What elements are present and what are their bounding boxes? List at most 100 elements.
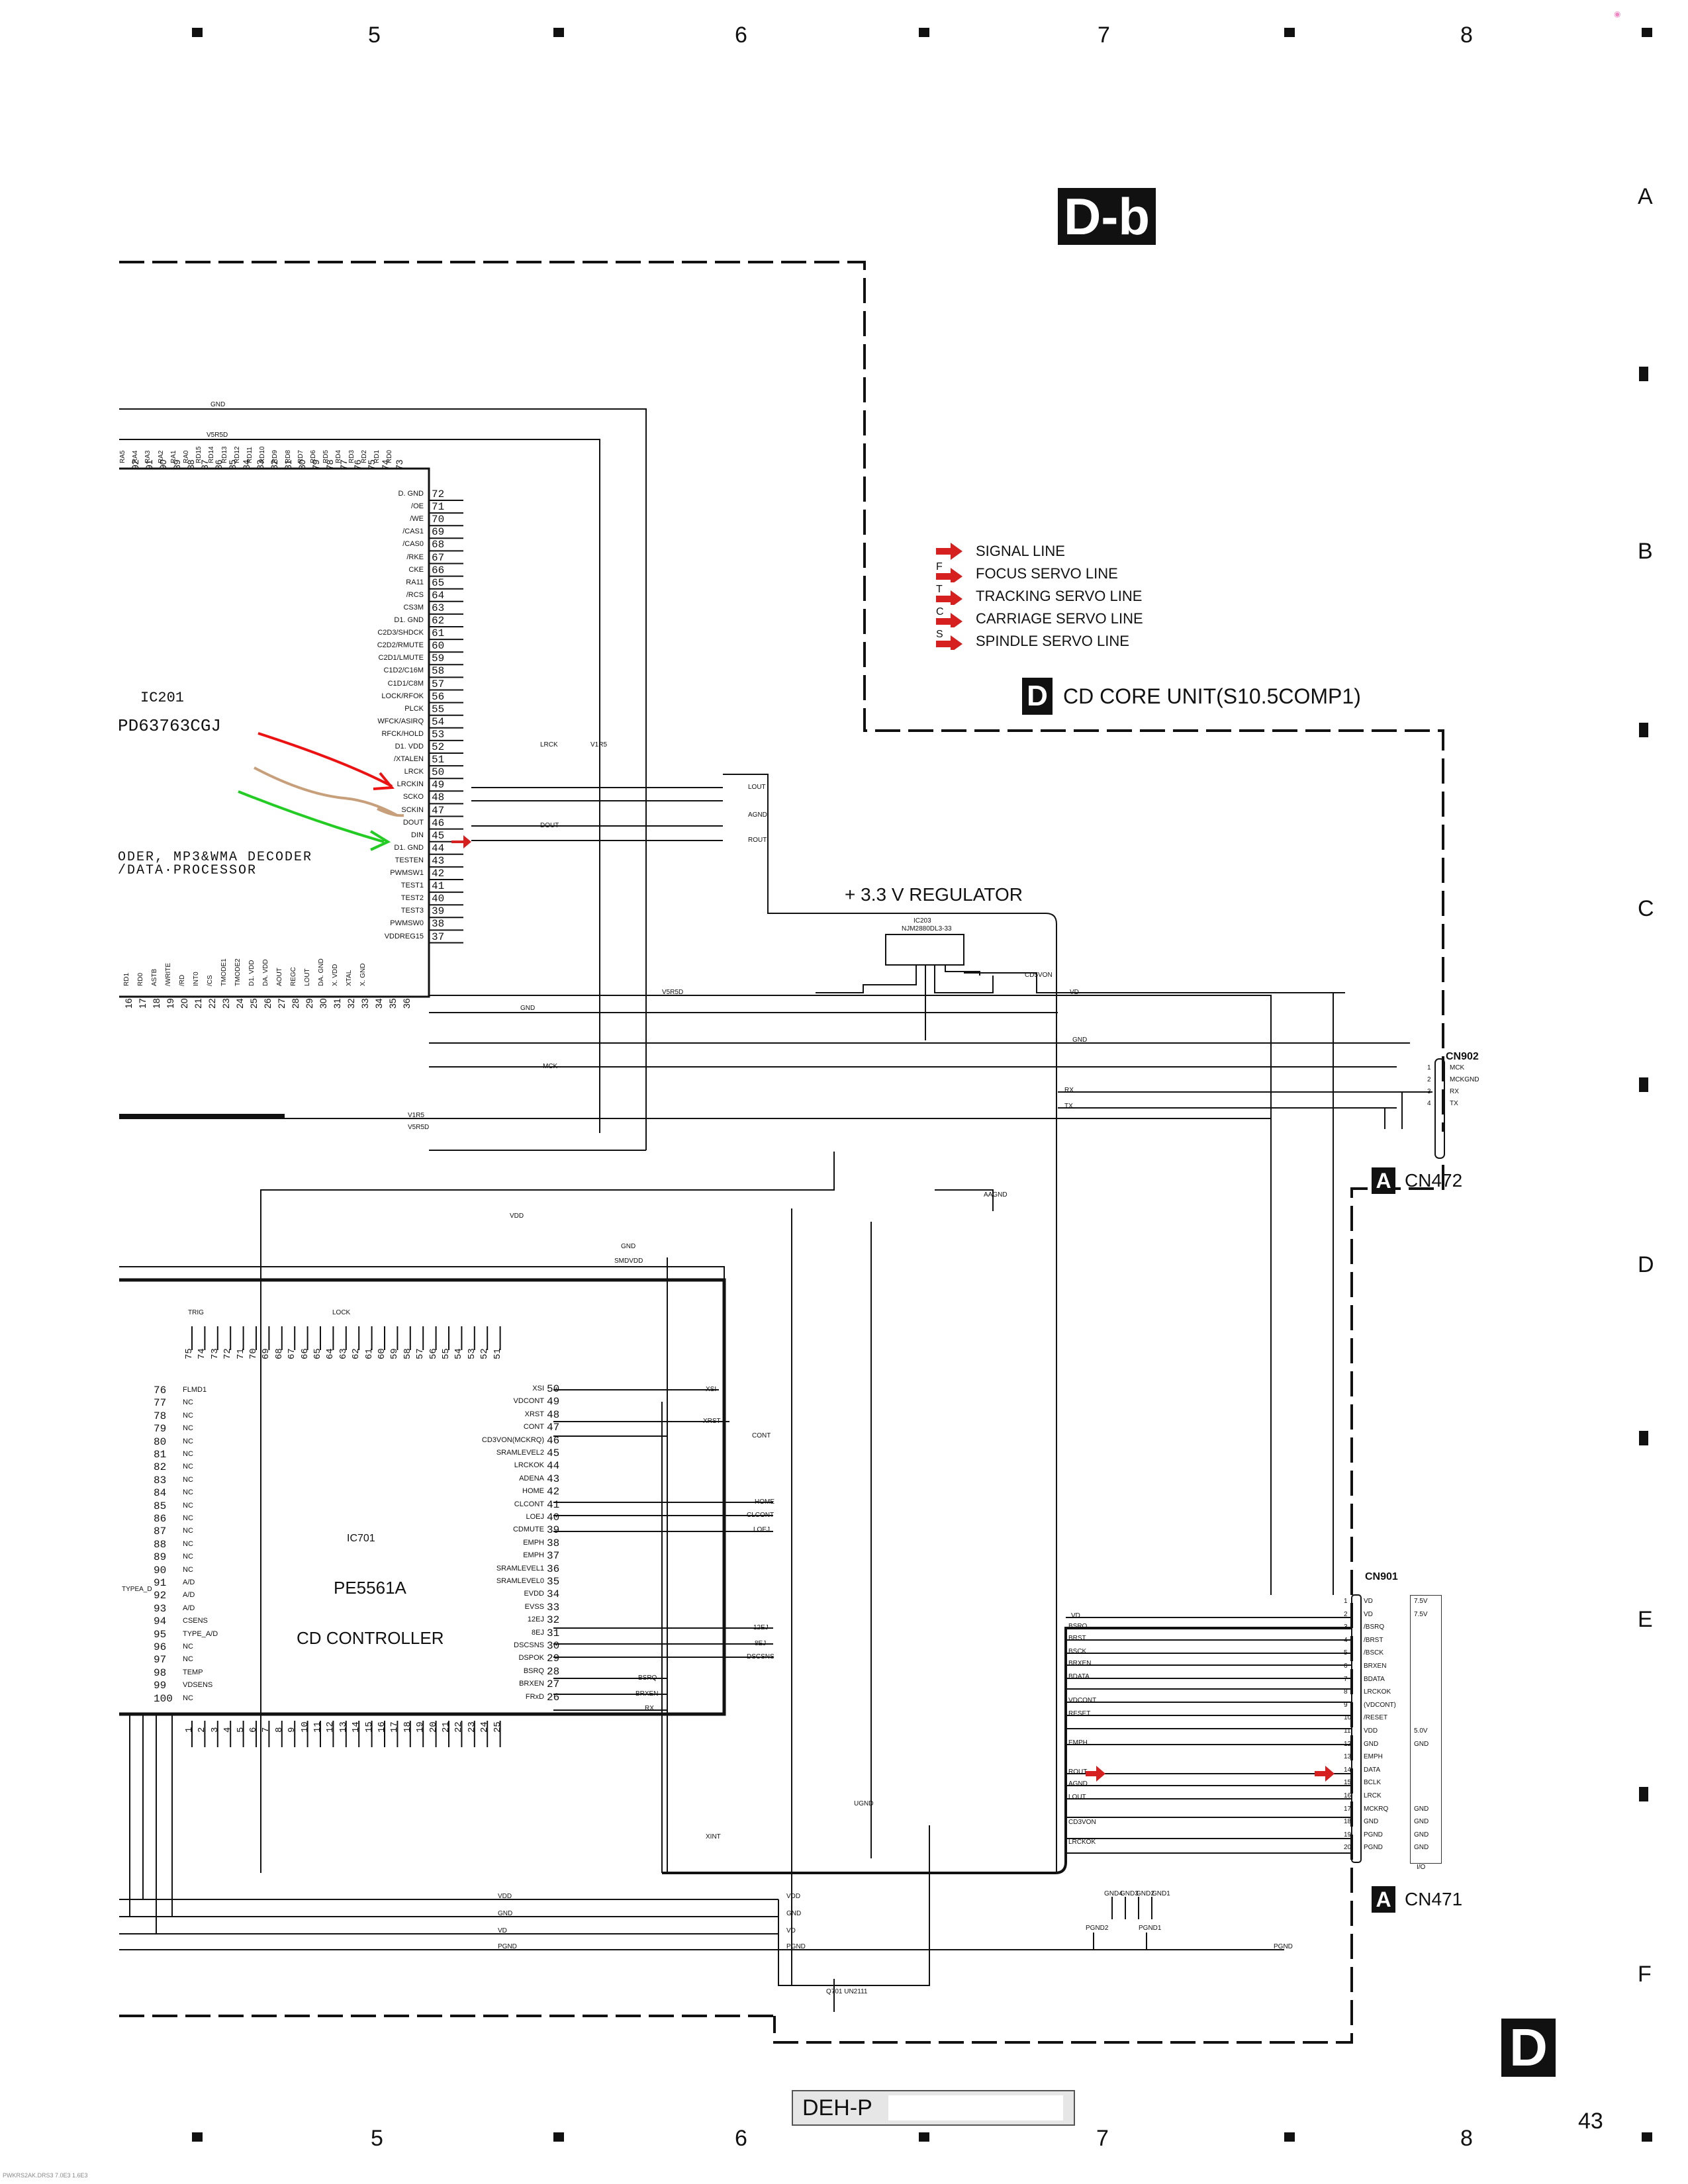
- ic201-pin-label: D1. GND: [394, 843, 424, 852]
- cn902-pin-label: MCK: [1450, 1064, 1465, 1071]
- cn901-io-label: I/O: [1417, 1864, 1426, 1871]
- ic201-top-pin-number: 92: [130, 459, 140, 470]
- ic201-bottom-pin-label: TMODE1: [220, 958, 228, 986]
- ic701-bottom-pin-number: 19: [415, 1721, 426, 1733]
- ic701-pin-label: BSRQ: [523, 1666, 544, 1675]
- ic201-top-pin-number: 84: [241, 459, 252, 470]
- legend-letter: S: [936, 629, 943, 640]
- grid-column-7-bottom: 7: [1096, 2126, 1109, 2151]
- ic201-function-line2: /DATA·PROCESSOR: [118, 863, 258, 878]
- ic701-bottom-pin-number: 22: [453, 1721, 465, 1733]
- cn901-level: GND: [1414, 1740, 1429, 1748]
- ic701-pin-label: NC: [183, 1655, 193, 1664]
- ic701-pin-label: 12EJ: [527, 1615, 544, 1624]
- ic201-pin-number: 63: [432, 602, 445, 614]
- ic701-bottom-pin-number: 15: [363, 1721, 375, 1733]
- ic701-bottom-pin-number: 16: [377, 1721, 387, 1733]
- ic701-pin-number: 100: [154, 1692, 173, 1705]
- ic201-pin-label: /OE: [411, 502, 424, 511]
- ic701-top-pin-number: 69: [261, 1348, 272, 1359]
- ic701-pin-label: NC: [183, 1643, 193, 1651]
- ic201-pin-number: 48: [432, 792, 445, 804]
- legend-label: CARRIAGE SERVO LINE: [976, 610, 1143, 627]
- ic201-pin-number: 57: [432, 678, 445, 690]
- cn901-level: 5.0V: [1414, 1727, 1428, 1735]
- ic201-pin-number: 71: [432, 501, 445, 514]
- ic701-pin-label: NC: [183, 1514, 193, 1522]
- ic201-bottom-pin-label: /RD: [179, 974, 186, 986]
- cn902-ref: CN902: [1446, 1051, 1479, 1062]
- net-rout-rail: ROUT: [1068, 1768, 1088, 1776]
- ic201-pin-label: LRCK: [404, 768, 424, 776]
- registration-mark: [1639, 367, 1648, 381]
- net-cont: CONT: [752, 1432, 771, 1439]
- cn901-pin-number: 11: [1344, 1727, 1351, 1735]
- ic201-top-pin-number: 80: [297, 459, 307, 470]
- cn901-level: GND: [1414, 1831, 1429, 1839]
- ic701-pin-label: VDSENS: [183, 1681, 213, 1690]
- ic201-bottom-pin-number: 22: [207, 998, 217, 1009]
- grid-column-6-top: 6: [735, 23, 747, 48]
- ic701-pin-label: NC: [183, 1501, 193, 1510]
- grid-row-c: C: [1638, 896, 1654, 921]
- ic201-top-pin-number: 82: [269, 459, 279, 470]
- ic201-bottom-pin-label: /CS: [207, 975, 214, 986]
- ic201-top-pin-number: 90: [158, 459, 168, 470]
- net-ugnd: UGND: [854, 1800, 874, 1807]
- ic701-pin-label: XSI: [532, 1385, 544, 1392]
- ic201-top-pin-number: 86: [213, 459, 224, 470]
- ic201-bottom-pin-number: 29: [304, 998, 314, 1009]
- ic201-bottom-pin-label: AOUT: [276, 968, 283, 986]
- ic201-pin-label: D. GND: [398, 490, 424, 498]
- ic201-bottom-pin-number: 18: [151, 998, 162, 1009]
- legend-tracking-servo-line: T TRACKING SERVO LINE: [936, 584, 1142, 608]
- ic201-bottom-pin-label: X. GND: [359, 963, 367, 986]
- ic701-top-pin-number: 64: [325, 1348, 336, 1359]
- ic701-pin-label: VDCONT: [513, 1397, 544, 1406]
- net-vdcont-rail: VDCONT: [1068, 1697, 1097, 1704]
- ic201-pin-number: 70: [432, 514, 445, 526]
- ic701-pin-number: 99: [154, 1680, 167, 1692]
- regulator-title: + 3.3 V REGULATOR: [845, 884, 1023, 905]
- cn901-pin-label: MCKRQ: [1364, 1805, 1389, 1813]
- ic201-pin-number: 45: [432, 829, 445, 842]
- ic201-top-pin-number: 73: [394, 459, 404, 470]
- ic701-bottom-pin-number: 18: [402, 1721, 413, 1733]
- ic701-pin-label: NC: [183, 1424, 193, 1433]
- ic201-bottom-pin-number: 28: [290, 998, 301, 1009]
- ic701-pin-number: 50: [547, 1383, 560, 1395]
- ic701-top-pin-number: 57: [415, 1348, 426, 1359]
- ic701-pin-number: 83: [154, 1474, 167, 1486]
- ic701-top-pin-number: 58: [402, 1348, 413, 1359]
- ic201-pin-number: 50: [432, 766, 445, 779]
- ic701-pin-label: NC: [183, 1539, 193, 1548]
- net-v5r5d-3: V5R5D: [408, 1124, 430, 1131]
- ic701-pin-number: 91: [154, 1577, 167, 1589]
- net-bsrq-rail: BSRQ: [1068, 1623, 1088, 1630]
- cn902-pin-number: 4: [1427, 1100, 1431, 1107]
- net-rx: RX: [1064, 1087, 1074, 1094]
- ic201-bottom-pin-number: 32: [346, 998, 356, 1009]
- ic701-pin-number: 88: [154, 1538, 167, 1551]
- cn901-pin-number: 13: [1344, 1753, 1352, 1761]
- registration-mark: [553, 2132, 564, 2142]
- ic201-bottom-pin-number: 36: [401, 998, 412, 1009]
- net-vdd: VDD: [510, 1212, 524, 1220]
- cn901-pin-label: PGND: [1364, 1831, 1383, 1839]
- cn901-pin-label: /RESET: [1364, 1714, 1388, 1722]
- ic201-part: PD63763CGJ: [118, 716, 222, 736]
- ic701-pin-number: 27: [547, 1678, 560, 1691]
- ic201-top-pin-number: 75: [366, 459, 377, 470]
- grid-column-6-bottom: 6: [735, 2126, 747, 2151]
- ic701-bottom-pin-number: 2: [197, 1727, 208, 1733]
- ic201-top-pin-number: 85: [227, 459, 238, 470]
- ic201-pin-label: D1. VDD: [395, 743, 424, 751]
- ic201-pin-label: D1. GND: [394, 616, 424, 624]
- ic701-top-pin-number: 67: [287, 1348, 298, 1359]
- net-pgnd-bottom-r: PGND: [786, 1943, 806, 1950]
- ic201-pin-number: 53: [432, 728, 445, 741]
- ic201-function-line1: ODER, MP3&WMA DECODER: [118, 850, 313, 865]
- ic201-ref: IC201: [140, 690, 185, 706]
- ic701-bottom-pin-number: 10: [299, 1721, 310, 1733]
- ic701-pin-number: 46: [547, 1434, 560, 1447]
